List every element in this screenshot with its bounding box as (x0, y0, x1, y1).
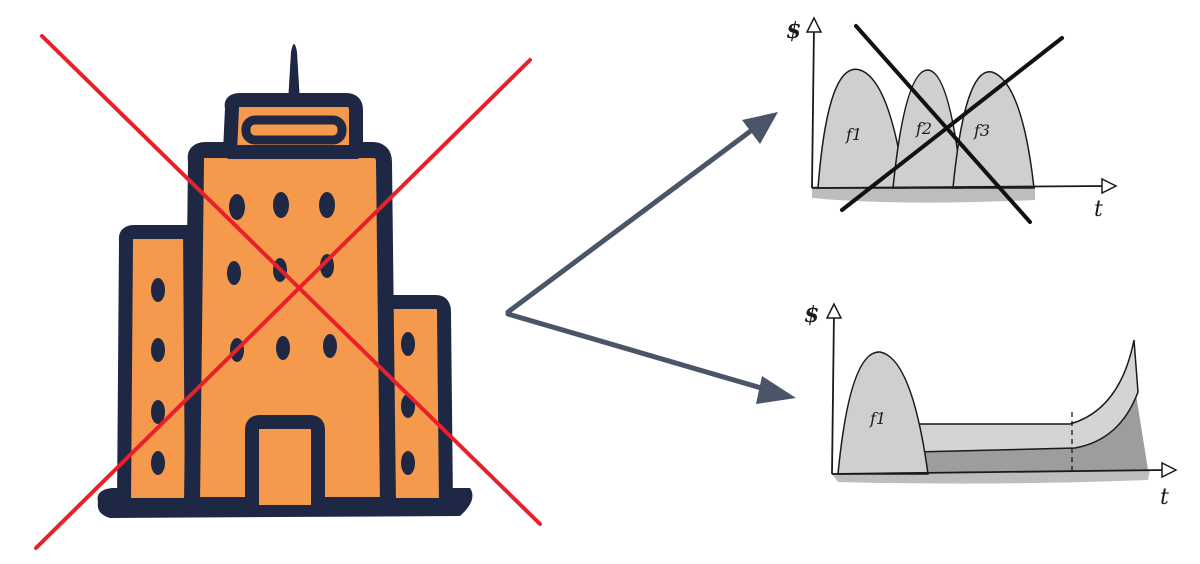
top-y-axis (811, 25, 815, 189)
bottom-hump-label-f1: f1 (869, 409, 886, 428)
arrowhead-top-icon (742, 112, 778, 144)
building-sign (241, 115, 347, 145)
building-antenna (288, 44, 300, 102)
top-hump-f1 (817, 68, 906, 189)
arrowhead-bottom-icon (756, 376, 796, 404)
bottom-x-axis (831, 469, 1167, 475)
top-x-axis (811, 185, 1107, 189)
bottom-y-axis-label: $ (804, 302, 819, 328)
building-main-tower (184, 142, 396, 513)
top-y-axis-label: $ (786, 18, 801, 44)
arrow-to-top-chart (505, 127, 755, 315)
arrow-to-bottom-chart (505, 311, 771, 393)
top-chart-cross-icon (840, 24, 1064, 224)
office-building-icon (97, 44, 473, 518)
building-door (245, 415, 325, 505)
top-hump-label-f1: f1 (845, 125, 862, 144)
bottom-x-axis-label: t (1160, 485, 1169, 510)
top-x-axis-label: t (1094, 197, 1103, 222)
top-hump-label-f2: f2 (915, 119, 932, 138)
top-hump-label-f3: f3 (973, 121, 990, 140)
bottom-tail-dark (915, 394, 1148, 472)
bottom-chart: $ t f1 (804, 302, 1178, 510)
bottom-x-arrow-icon (1161, 461, 1178, 479)
bottom-y-axis (831, 311, 835, 475)
top-x-arrow-icon (1101, 177, 1118, 195)
bottom-y-arrow-icon (825, 302, 843, 319)
top-chart: $ t f1 f2 f3 (786, 16, 1118, 224)
red-x-cross-icon (34, 34, 542, 550)
bottom-hump-f1 (837, 351, 929, 475)
building-windows (151, 192, 415, 475)
top-y-arrow-icon (805, 16, 823, 33)
branch-arrows (505, 112, 796, 404)
bottom-plateau-band (914, 339, 1139, 453)
